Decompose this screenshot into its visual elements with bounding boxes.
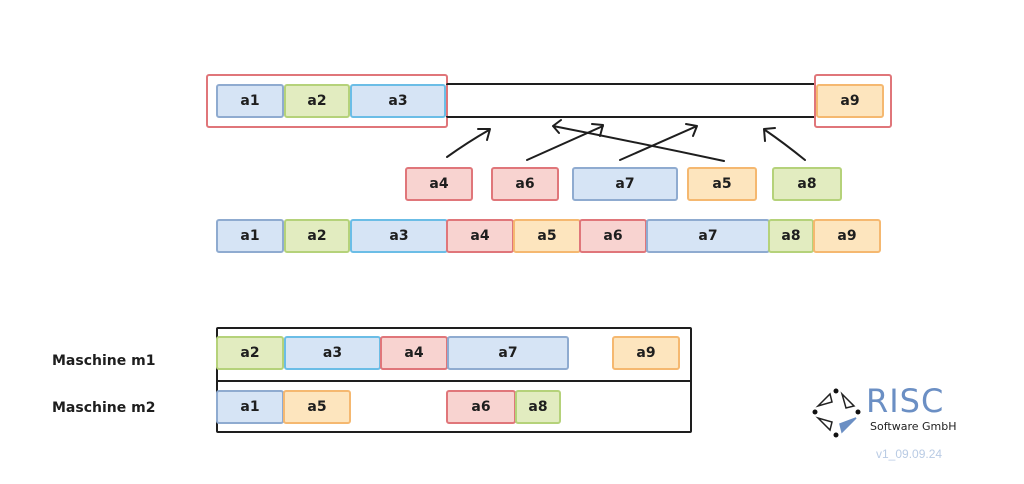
m1-job-a9: a9 [612, 336, 680, 370]
pending-job-a8: a8 [772, 167, 842, 201]
top-job-a2: a2 [284, 84, 350, 118]
pending-job-a6: a6 [491, 167, 559, 201]
fixed-right-frame [814, 74, 892, 128]
m1-job-a3: a3 [284, 336, 381, 370]
m1-job-a7: a7 [447, 336, 569, 370]
logo-name: RISC [866, 382, 945, 420]
logo-arrows-icon [812, 388, 861, 438]
m1-job-a4: a4 [380, 336, 448, 370]
fixed-left-frame [206, 74, 448, 128]
top-job-a3: a3 [350, 84, 446, 118]
m2-job-a6: a6 [446, 390, 516, 424]
seq-job-a4: a4 [446, 219, 514, 253]
seq-job-a9: a9 [813, 219, 881, 253]
seq-job-a2: a2 [284, 219, 350, 253]
arrow-a6 [526, 123, 604, 161]
arrow-a5 [552, 119, 725, 162]
risc-logo: RISC Software GmbH [812, 382, 972, 468]
version-label: v1_09.09.24 [876, 447, 943, 461]
seq-job-a6: a6 [579, 219, 647, 253]
pending-job-a7: a7 [572, 167, 678, 201]
arrow-a7 [619, 123, 698, 161]
top-job-a9: a9 [816, 84, 884, 118]
m2-job-a5: a5 [283, 390, 351, 424]
arrow-a8 [763, 127, 806, 161]
machine-divider [216, 380, 692, 382]
m2-job-a1: a1 [216, 390, 284, 424]
m2-job-a8: a8 [515, 390, 561, 424]
machine-label-m1: Maschine m1 [52, 353, 156, 369]
pending-job-a5: a5 [687, 167, 757, 201]
seq-job-a8: a8 [768, 219, 814, 253]
seq-job-a5: a5 [513, 219, 581, 253]
pending-job-a4: a4 [405, 167, 473, 201]
machine-label-m2: Maschine m2 [52, 400, 156, 416]
m1-job-a2: a2 [216, 336, 284, 370]
logo-subtitle: Software GmbH [870, 420, 957, 433]
seq-job-a3: a3 [350, 219, 448, 253]
seq-job-a1: a1 [216, 219, 284, 253]
arrow-a4 [446, 128, 491, 158]
seq-job-a7: a7 [646, 219, 770, 253]
top-job-a1: a1 [216, 84, 284, 118]
